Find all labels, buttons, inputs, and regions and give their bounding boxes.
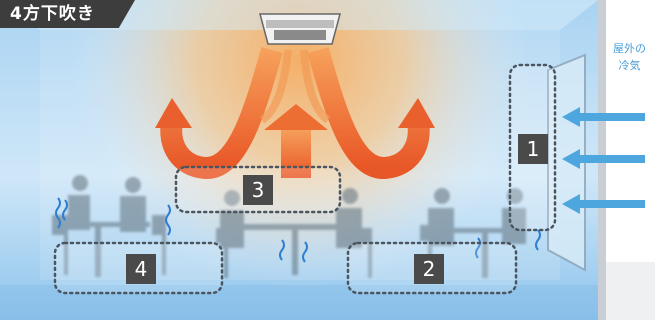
zone-3-label: 3 xyxy=(243,175,273,205)
outdoor-ground xyxy=(606,262,655,320)
window xyxy=(547,53,586,272)
cold-shiver-marks xyxy=(55,197,541,263)
diagram-title-tag: 4方下吹き xyxy=(0,0,135,28)
outdoor-cold-air-label: 屋外の 冷気 xyxy=(604,40,655,74)
floor xyxy=(0,285,598,320)
ceiling-cassette-icon xyxy=(259,13,341,45)
zone-4-label: 4 xyxy=(126,254,156,284)
zone-2-label: 2 xyxy=(414,254,444,284)
zone-1-label: 1 xyxy=(518,134,548,164)
warm-airflow-arrow-icon xyxy=(155,47,435,179)
cold-air-arrow-icon xyxy=(562,107,645,214)
outdoor-label-line2: 冷気 xyxy=(618,59,641,72)
outdoor-label-line1: 屋外の xyxy=(613,42,646,55)
